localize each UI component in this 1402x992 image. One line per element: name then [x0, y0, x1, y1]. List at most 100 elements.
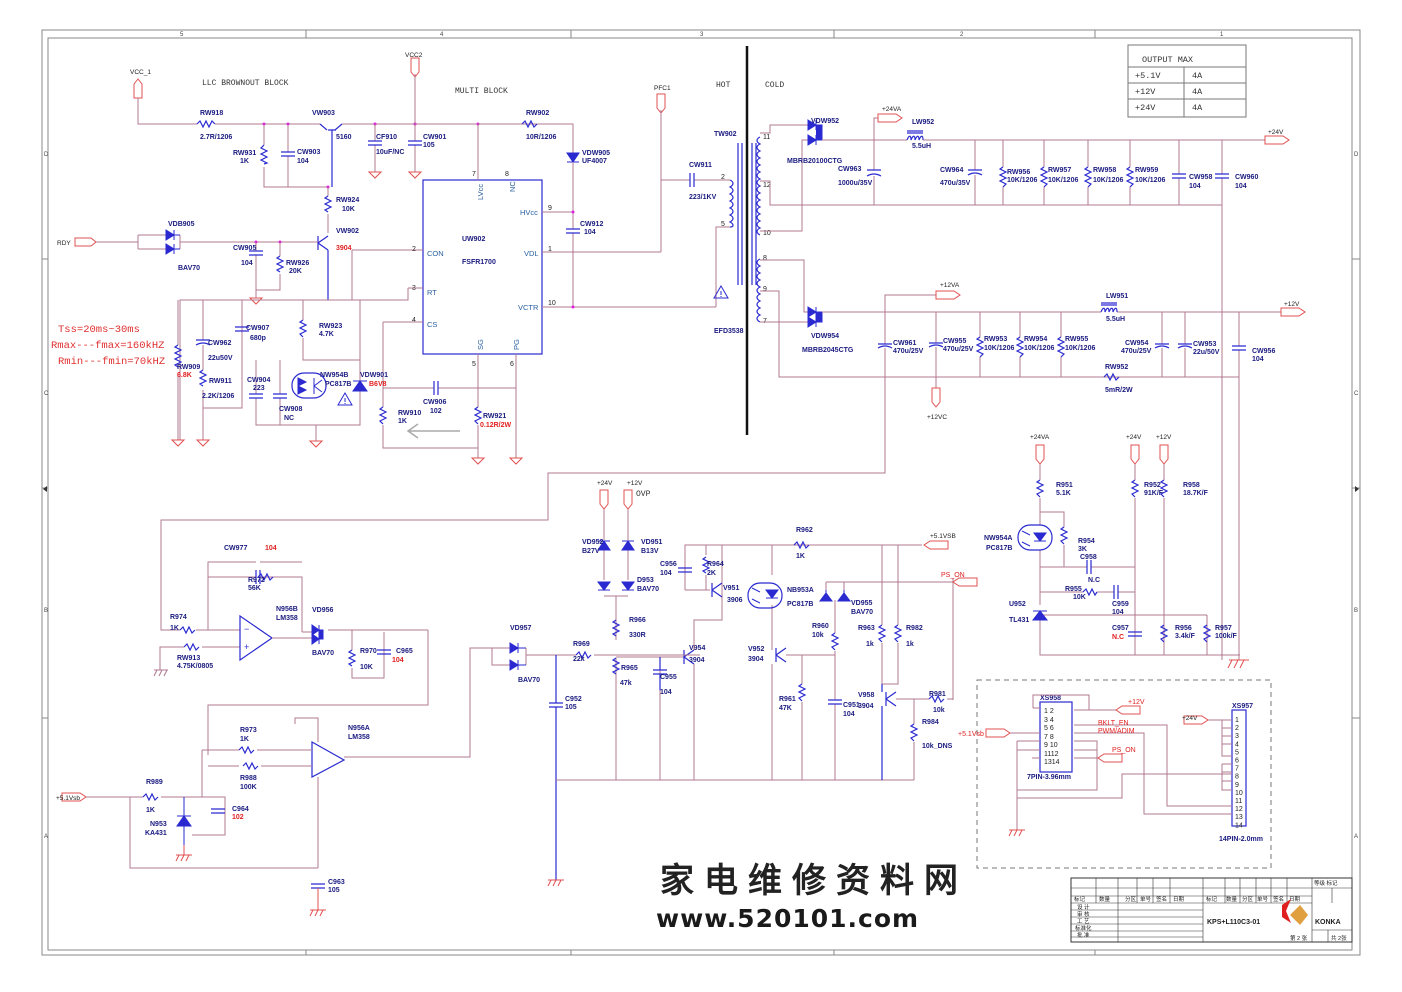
rw921-ref: RW921	[483, 413, 506, 420]
n956b-val: LM358	[276, 615, 298, 622]
n953-ref: N953	[150, 821, 167, 828]
rw921-resistor	[473, 406, 483, 425]
ground-icon	[308, 440, 324, 448]
cw956-val: 104	[1252, 356, 1264, 363]
tw902-pin: 8	[763, 255, 767, 262]
rw954-resistor	[1015, 312, 1025, 377]
rw931-val: 1K	[240, 158, 249, 165]
opamp-n956b-circuit: CW977 104 R972 56K R974 1K RW913 4.75K/0…	[153, 470, 886, 755]
note-rmax: Rmax---fmax=160kHZ	[51, 340, 164, 352]
xs958-ref: XS958	[1040, 695, 1061, 702]
ground-icon	[547, 879, 564, 887]
rw902-val: 10R/1206	[526, 134, 556, 141]
r958-val: 18.7K/F	[1183, 490, 1209, 497]
vdw905-ref: VDW905	[582, 150, 610, 157]
p24va-label: +24VA	[882, 106, 902, 113]
cw904-capacitor	[249, 393, 263, 399]
p12va-label: +12VA	[940, 282, 960, 289]
rw926-ref: RW926	[286, 260, 309, 267]
p12vc-port	[931, 387, 941, 408]
rw952-resistor	[1103, 372, 1120, 382]
cw911-ref: CW911	[689, 162, 712, 169]
xs958-pin: 1112	[1044, 751, 1059, 758]
center-mark-left-icon	[43, 486, 47, 492]
r961-val: 47K	[779, 705, 792, 712]
vd951-ref: VD951	[641, 539, 663, 546]
brand-name: KONKA	[1315, 919, 1341, 926]
konka-logo-gold-icon	[1290, 905, 1308, 925]
vdw954-ref: VDW954	[811, 333, 839, 340]
vdw901-val: B6V8	[369, 381, 387, 388]
output-table-title: OUTPUT MAX	[1142, 55, 1193, 65]
tb-header-sign-2: 签名	[1273, 895, 1284, 903]
rw926-resistor	[275, 255, 285, 273]
r984-resistor	[909, 723, 919, 742]
zone-row-b-right: B	[1354, 608, 1358, 614]
cw907-capacitor	[235, 326, 249, 332]
p24v-label-2: +24V	[1126, 434, 1142, 441]
r970-resistor	[347, 649, 357, 667]
cw954-capacitor	[1154, 343, 1170, 349]
ic-pin-vdl: VDL	[524, 249, 539, 258]
rw918-val: 2.7R/1206	[200, 134, 232, 141]
r951-val: 5.1K	[1056, 490, 1071, 497]
v954-ref: V954	[689, 645, 705, 652]
vd955-ref: VD955	[851, 600, 873, 607]
cw904-val: 223	[253, 385, 265, 392]
cw961-ref: CW961	[893, 340, 916, 347]
lw951-inductor	[1100, 302, 1118, 313]
d953-val: BAV70	[637, 586, 659, 593]
cw961-val: 470u/25V	[893, 348, 924, 355]
rw924-resistor	[323, 195, 333, 213]
zone-row-c: C	[44, 391, 49, 397]
vdw952-ref: VDW952	[811, 118, 839, 125]
uw902-part: FSFR1700	[462, 259, 496, 266]
p24v-ovp-label: +24V	[597, 480, 613, 487]
r982-val: 1k	[906, 641, 914, 648]
cw963-ref: CW963	[838, 166, 861, 173]
xs957-pin: 2	[1235, 725, 1239, 732]
r972-resistor	[257, 572, 274, 582]
p24v-conn-label: +24V	[1182, 715, 1198, 722]
vdb905-diode	[165, 229, 180, 255]
r988-val: 100K	[240, 784, 257, 791]
tb-role-standard: 标准化	[1075, 924, 1092, 932]
pin-num-hvcc: 9	[548, 205, 552, 212]
rw954-val: 10K/1206	[1024, 345, 1054, 352]
pin-num-cs: 4	[412, 317, 416, 324]
rw955-ref: RW955	[1065, 336, 1088, 343]
rw955-resistor	[1056, 312, 1066, 377]
ic-pin-pg: PG	[512, 339, 521, 350]
tb-stage-label: 等级 标记	[1314, 879, 1338, 887]
cw960-capacitor	[1215, 173, 1229, 179]
multi-block-circuit: UW902 FSFR1700 CON RT CS HVcc VDL VCTR L…	[179, 85, 730, 465]
ic-pin-hvcc: HVcc	[520, 208, 538, 217]
p24va-label-2: +24VA	[1030, 434, 1050, 441]
p12v-conn-label: +12V	[1128, 699, 1145, 706]
ic-pin-vctr: VCTR	[518, 303, 539, 312]
xs957-pin: 12	[1235, 806, 1243, 813]
cw954-val: 470u/25V	[1121, 348, 1152, 355]
ps-on-label: PS_ON	[941, 572, 965, 579]
cw958-ref: CW958	[1189, 174, 1212, 181]
ovp-pson-circuit: +24V +12V VD952 B27V VD951 B13V D953 BAV…	[491, 480, 978, 887]
cw955-ref: CW955	[943, 338, 966, 345]
rw910-resistor	[378, 406, 388, 425]
rw953-ref: RW953	[984, 336, 1007, 343]
r988-resistor	[242, 761, 259, 771]
pin-num-nc: 8	[505, 171, 509, 178]
cw907-ref: CW907	[246, 325, 269, 332]
d953-diode	[597, 581, 635, 591]
vw903-ref: VW903	[312, 110, 335, 117]
r955-val: 10K	[1073, 594, 1086, 601]
r962-resistor	[793, 540, 810, 550]
nb953a-ref: NB953A	[787, 587, 814, 594]
r963-ref: R963	[858, 625, 875, 632]
watermark-line1: 家电维修资料网	[660, 861, 968, 901]
rw924-val: 10K	[342, 206, 355, 213]
ground-icon	[470, 457, 486, 465]
rw931-ref: RW931	[233, 150, 256, 157]
zone-col-3: 3	[700, 32, 704, 38]
r965-ref: R965	[621, 665, 638, 672]
c964-capacitor	[211, 808, 225, 814]
